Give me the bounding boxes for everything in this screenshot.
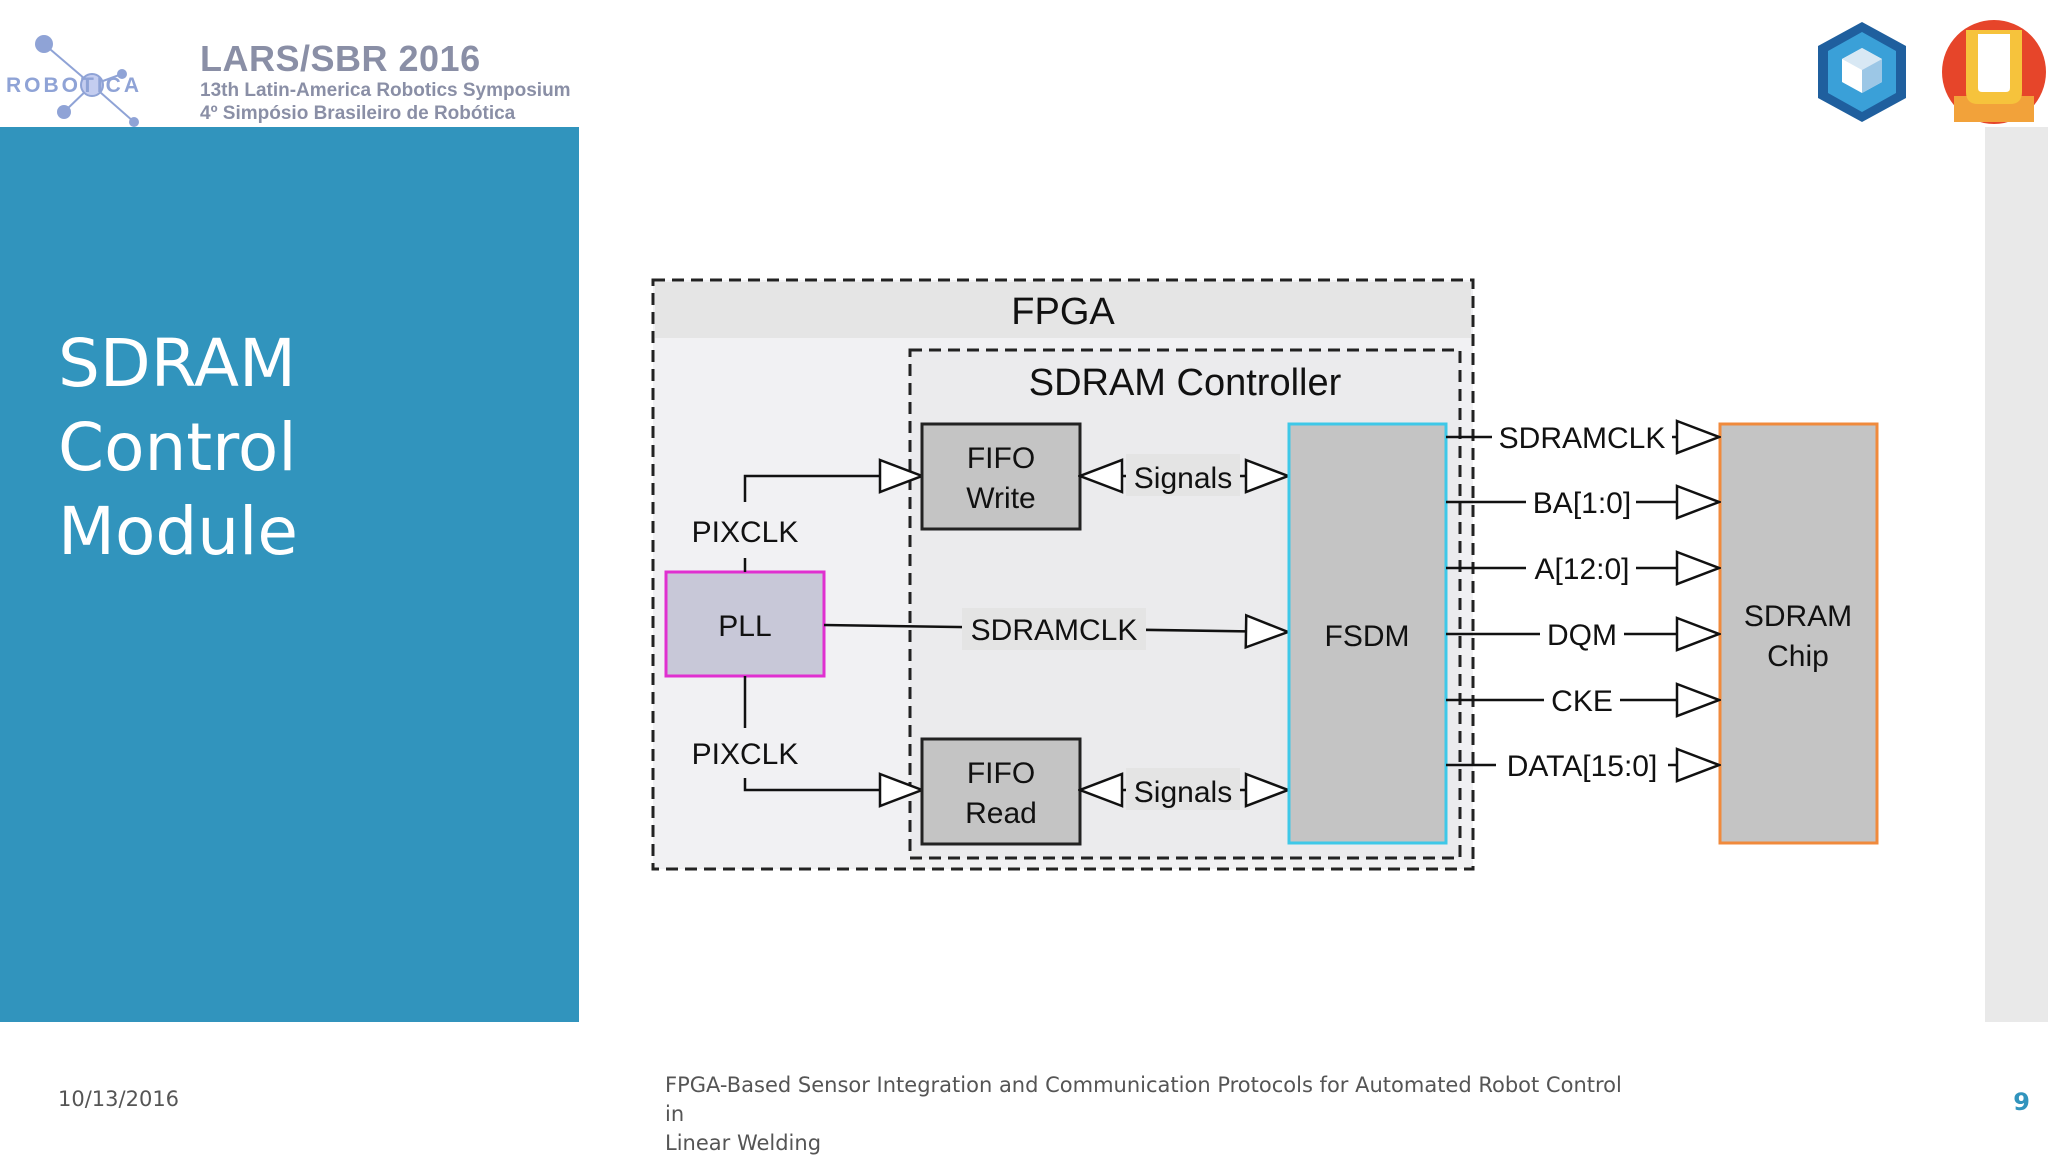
slide-caption: FPGA-Based Sensor Integration and Commun… <box>665 1071 1625 1158</box>
signals-bottom-label: Signals <box>1134 776 1232 809</box>
sdramclk-internal-label: SDRAMCLK <box>971 614 1138 647</box>
sdram-chip-label-2: Chip <box>1767 640 1829 673</box>
sdram-chip-block <box>1718 422 1879 845</box>
slide-title-line-1: SDRAM <box>58 325 296 402</box>
pll-block <box>664 570 826 678</box>
output-label-ba: BA[1:0] <box>1533 487 1631 520</box>
signals-top-label-bg <box>1126 454 1240 496</box>
fsdm-label: FSDM <box>1325 620 1410 653</box>
fsdm-block <box>1287 422 1448 845</box>
output-label-cke: CKE <box>1551 685 1613 718</box>
pixclk-bottom-label: PIXCLK <box>692 738 799 771</box>
fifo-write-block <box>920 422 1082 531</box>
conference-subtitle-2: 4º Simpósio Brasileiro de Robótica <box>200 103 516 124</box>
output-label-a: A[12:0] <box>1534 553 1629 586</box>
conference-header: ROBOTICA LARS/SBR 2016 13th Latin-Americ… <box>0 0 580 127</box>
output-label-sdramclk: SDRAMCLK <box>1499 422 1666 455</box>
signals-bottom-label-bg <box>1126 768 1240 810</box>
right-margin-strip <box>1985 127 2048 1022</box>
pixclk-top-label: PIXCLK <box>692 516 799 549</box>
hexagon-cube-logo-icon <box>1812 18 1912 126</box>
fifo-read-label-1: FIFO <box>967 757 1035 790</box>
fifo-read-block <box>920 737 1082 846</box>
signals-top-label: Signals <box>1134 462 1232 495</box>
sdram-chip-label-1: SDRAM <box>1744 600 1852 633</box>
sdramclk-internal-label-bg <box>962 608 1146 650</box>
robotica-logo-icon: ROBOTICA <box>4 30 194 130</box>
fifo-read-label-2: Read <box>965 797 1037 830</box>
pll-label: PLL <box>718 610 771 643</box>
sdram-controller-label: SDRAM Controller <box>1029 362 1342 404</box>
fifo-write-label-1: FIFO <box>967 442 1035 475</box>
pixclk-top-arrow <box>743 476 922 502</box>
robotica-logo-word: ROBOTICA <box>6 74 142 97</box>
fifo-write-label-2: Write <box>966 482 1035 515</box>
conference-title: LARS/SBR 2016 <box>200 38 481 79</box>
slide-title-line-2: Control <box>58 409 297 486</box>
fpga-label: FPGA <box>1011 291 1115 333</box>
pixclk-bottom-arrow <box>743 778 922 790</box>
conference-subtitle-1: 13th Latin-America Robotics Symposium <box>200 80 571 101</box>
slide-title-line-3: Module <box>58 493 298 570</box>
output-label-dqm: DQM <box>1547 619 1617 652</box>
slide-date: 10/13/2016 <box>58 1087 180 1111</box>
output-label-data: DATA[15:0] <box>1507 750 1658 783</box>
slide-caption-line-1: FPGA-Based Sensor Integration and Commun… <box>665 1073 1622 1126</box>
page-number: 9 <box>2013 1088 2030 1116</box>
u-shield-logo-icon <box>1940 18 2048 126</box>
slide-caption-line-2: Linear Welding <box>665 1131 822 1155</box>
title-panel <box>0 127 579 1022</box>
slide-title: SDRAM Control Module <box>58 322 558 574</box>
fpga-header-band <box>655 282 1471 338</box>
